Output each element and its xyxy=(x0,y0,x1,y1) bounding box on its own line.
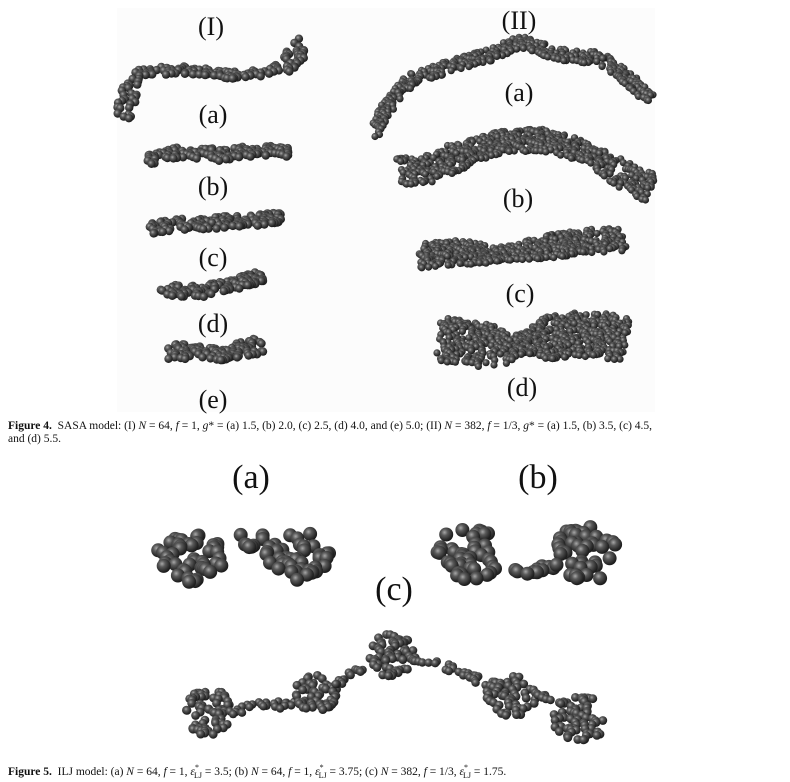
caption-text: SASA model: (I) xyxy=(57,420,139,432)
figure5-structures xyxy=(151,520,623,745)
fig4-II-label-b: (b) xyxy=(502,184,534,213)
caption-sup: * xyxy=(319,763,324,772)
figure5-caption: Figure 5. ILJ model: (a) N = 64, f = 1, … xyxy=(8,761,778,782)
caption-text: = 1, xyxy=(178,420,203,432)
caption-sub: LJ xyxy=(318,771,327,781)
caption-symbol: f xyxy=(423,765,427,778)
figure4-group-II-structures xyxy=(369,33,658,370)
caption-symbol: N xyxy=(126,765,134,778)
figure5-caption-title: Figure 5. xyxy=(8,765,52,778)
caption-text: and (d) 5.5. xyxy=(8,433,62,445)
caption-text: = 64, xyxy=(133,765,164,778)
figure4-caption: Figure 4. SASA model: (I) N = 64, f = 1,… xyxy=(8,420,778,446)
fig4-I-label-c: (c) xyxy=(198,243,228,272)
fig4-II-label-c: (c) xyxy=(505,279,535,308)
figure4-caption-title: Figure 4. xyxy=(8,420,52,432)
fig4-label-II: (II) xyxy=(501,6,537,35)
caption-text: * = (a) 1.5, (b) 2.0, (c) 2.5, (d) 4.0, … xyxy=(208,420,445,432)
caption-symbol: g xyxy=(523,420,529,432)
caption-text: = 3.75; (c) xyxy=(326,765,381,778)
caption-symbol: N xyxy=(444,420,453,432)
caption-symbol: g xyxy=(202,420,209,432)
caption-sup: * xyxy=(464,763,469,772)
caption-text: ILJ model: (a) xyxy=(57,765,127,778)
fig5-label-a: (a) xyxy=(232,459,270,496)
caption-text: = 1/3, xyxy=(426,765,460,778)
caption-text: * = (a) 1.5, (b) 3.5, (c) 4.5, xyxy=(528,420,653,432)
caption-symbol: f xyxy=(163,765,167,778)
caption-sup: * xyxy=(194,763,199,772)
figure4-group-I-structures xyxy=(113,34,309,365)
fig4-I-label-a: (a) xyxy=(198,100,228,129)
caption-sub: LJ xyxy=(193,771,202,781)
caption-sub: LJ xyxy=(463,771,472,781)
caption-symbol: N xyxy=(380,765,389,778)
fig4-I-label-e: (e) xyxy=(198,385,228,414)
caption-text: = 1.75. xyxy=(471,765,507,778)
fig4-II-label-a: (a) xyxy=(504,78,534,107)
caption-symbol: ε xyxy=(459,765,465,778)
caption-text: = 64, xyxy=(258,765,289,778)
caption-text: = 1, xyxy=(166,765,191,778)
caption-text: = 1/3, xyxy=(490,420,524,432)
caption-text: = 3.5; (b) xyxy=(201,765,251,778)
fig4-label-I: (I) xyxy=(198,12,224,41)
caption-text: = 1, xyxy=(291,765,316,778)
caption-symbol: f xyxy=(288,765,292,778)
fig5-label-c: (c) xyxy=(375,571,413,608)
fig4-I-label-b: (b) xyxy=(197,172,229,201)
fig5-label-b: (b) xyxy=(518,459,558,496)
caption-symbol: N xyxy=(250,765,259,778)
caption-symbol: f xyxy=(487,420,491,432)
fig4-II-label-d: (d) xyxy=(506,373,538,402)
caption-text: = 382, xyxy=(388,765,424,778)
caption-symbol: N xyxy=(138,420,147,432)
caption-symbol: ε xyxy=(190,765,195,778)
caption-symbol: f xyxy=(175,420,179,432)
caption-text: = 64, xyxy=(146,420,176,432)
fig4-I-label-d: (d) xyxy=(197,309,229,338)
caption-text: = 382, xyxy=(452,420,488,432)
caption-symbol: ε xyxy=(315,765,320,778)
